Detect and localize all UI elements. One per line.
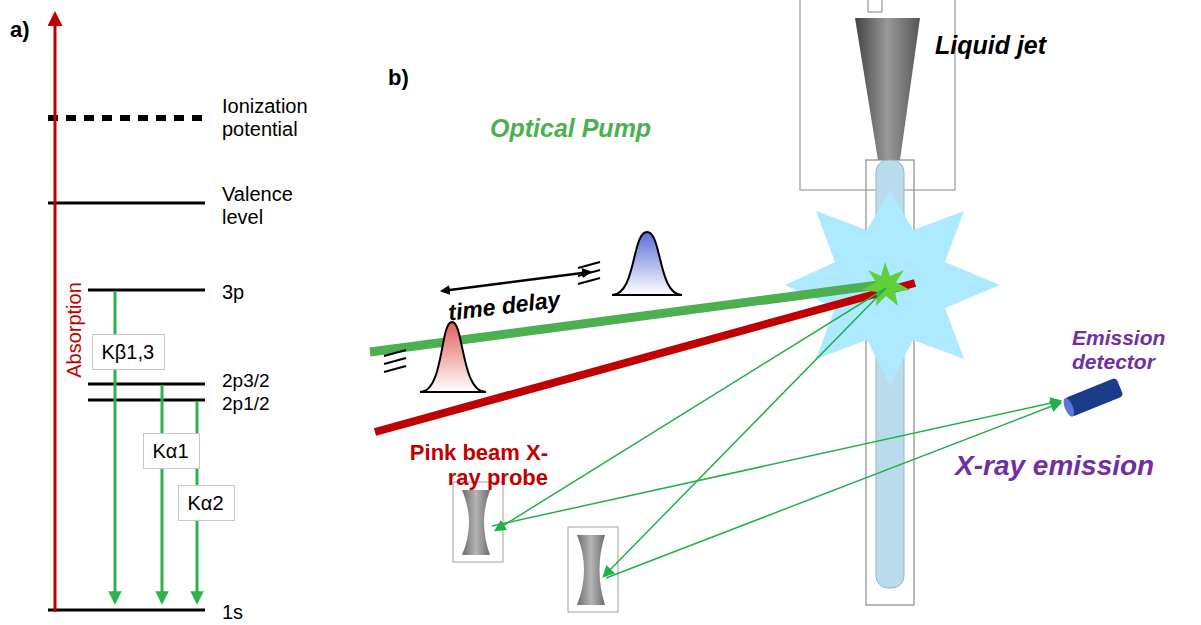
nozzle-housing — [800, 0, 955, 190]
emission-rays — [492, 288, 1060, 578]
delay-arrow — [442, 272, 590, 291]
interaction-spot — [862, 262, 910, 306]
level-label: 2p1/2 — [222, 394, 270, 413]
analyzer-crystal — [462, 490, 490, 555]
panel-letter: a) — [10, 17, 30, 42]
line-label-box: Kα2 — [178, 485, 235, 521]
emission-label: X-ray emission — [955, 450, 1154, 482]
absorption-label: Absorption — [63, 282, 86, 378]
probe-label: Pink beam X-ray probe — [408, 440, 548, 491]
delay-label: time delay — [447, 286, 562, 326]
level-label: Valence level — [222, 183, 312, 229]
level-1s — [48, 609, 205, 612]
nozzle-cone — [855, 18, 920, 160]
interaction-burst — [785, 190, 1000, 385]
analyzer-crystal — [577, 535, 605, 605]
line-label-box: Kα1 — [143, 433, 200, 469]
level-3p — [88, 289, 205, 292]
xray-pulse — [420, 322, 486, 392]
absorption-arrow — [54, 14, 57, 612]
ionization-line — [48, 115, 205, 121]
level-label: 3p — [222, 281, 244, 304]
level-label: 1s — [222, 601, 243, 624]
level-2p12 — [88, 399, 205, 402]
optical-pulse — [612, 232, 682, 295]
emission-detector — [1061, 377, 1123, 418]
nozzle-inlet — [868, 0, 882, 12]
line-label-box: Kβ1,3 — [92, 334, 165, 370]
level-2p32 — [88, 383, 205, 386]
crystal-frame — [453, 482, 503, 562]
xray-probe-beam — [375, 283, 915, 432]
detector-label: Emission detector — [1072, 326, 1182, 374]
transition-label: Kβ1,3 — [102, 341, 155, 363]
transition-label: Kα1 — [153, 440, 190, 462]
transition-label: Kα2 — [188, 492, 225, 514]
level-label: 2p3/2 — [222, 371, 270, 390]
kalpha1-arrow — [161, 385, 164, 602]
pump-label: Optical Pump — [490, 114, 651, 143]
valence-line — [48, 202, 205, 205]
speed-lines — [384, 350, 406, 372]
panel-letter: b) — [388, 65, 409, 90]
level-label: Ionization potential — [222, 95, 334, 141]
jet-label: Liquid jet — [935, 31, 1046, 60]
